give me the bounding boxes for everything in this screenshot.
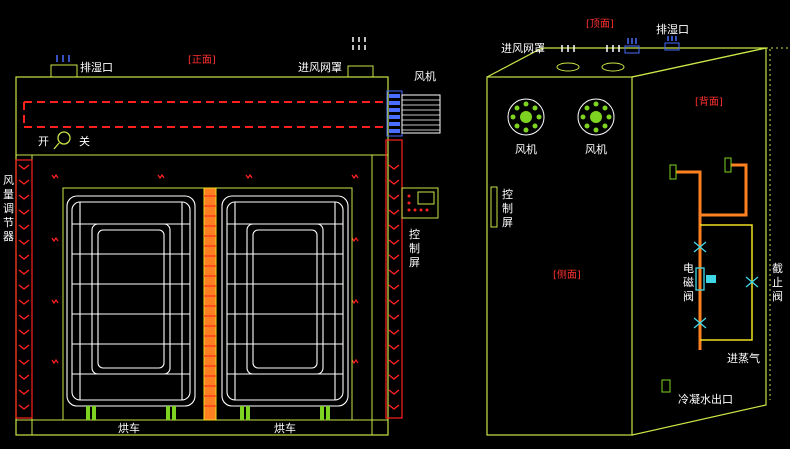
solenoid-valve-icon (693, 241, 707, 329)
right-damper-rail (385, 139, 403, 419)
center-heater (203, 187, 217, 421)
damper-char-4: 器 (3, 230, 14, 243)
fan-blades (389, 94, 400, 133)
shutoff-valve-icon (745, 276, 759, 288)
solenoid-char-0: 电 (683, 262, 694, 275)
cart-left-label: 烘车 (118, 421, 140, 435)
air-duct (23, 101, 386, 128)
back-title: [背面] (695, 95, 723, 108)
exhaust-port (50, 64, 78, 78)
right-cart-wheels (240, 406, 330, 420)
condensate-label: 冷凝水出口 (678, 392, 733, 406)
fan-left-icon (507, 98, 545, 136)
control-char-1: 制 (409, 242, 420, 255)
side-control-char-2: 屏 (502, 216, 513, 229)
damper-char-1: 量 (3, 188, 14, 201)
fan-label: 风机 (414, 69, 436, 83)
pipe-end-caps (669, 157, 732, 180)
top-intake-covers (556, 62, 625, 72)
heat-marks (51, 173, 359, 365)
exhaust-arrows (56, 55, 70, 62)
control-char-0: 控 (409, 227, 420, 241)
left-cart (66, 195, 196, 407)
steam-in-label: 进蒸气 (727, 351, 760, 365)
cart-right-label: 烘车 (274, 421, 296, 435)
shutoff-char-2: 阀 (772, 289, 783, 303)
top-exhaust-ports (624, 42, 680, 54)
fan-left-label: 风机 (515, 142, 537, 156)
fan-right-label: 风机 (585, 142, 607, 156)
condensate-outlet-icon (661, 379, 671, 393)
damper-char-2: 调 (3, 202, 14, 215)
left-damper-slats (18, 164, 30, 410)
steam-pipe (676, 163, 753, 350)
right-cart (221, 195, 349, 407)
shutoff-char-1: 止 (772, 276, 783, 289)
fan-right-icon (577, 98, 615, 136)
damper-char-3: 节 (3, 216, 14, 229)
intake-cover-label: 进风网罩 (298, 61, 342, 74)
fan-motor (401, 94, 441, 134)
right-damper-slats (388, 164, 400, 410)
exhaust-label: 排湿口 (80, 60, 113, 74)
side-exhaust-label: 排湿口 (656, 22, 689, 36)
damper-char-0: 风 (3, 174, 14, 187)
side-control-panel[interactable] (490, 186, 498, 228)
control-panel[interactable] (401, 187, 439, 219)
front-view: 排湿口 [正面] 进风网罩 风机 开 (3, 37, 441, 436)
solenoid-char-1: 磁 (683, 276, 694, 289)
switch-knob-icon[interactable] (53, 131, 71, 150)
switch-off-label: 关 (79, 134, 90, 148)
solenoid-char-2: 阀 (683, 289, 694, 303)
side-front-face (486, 76, 633, 436)
side-view: [顶面] [背面] [侧面] 进风网罩 排湿口 (486, 18, 790, 436)
side-control-char-1: 制 (502, 202, 513, 215)
side-control-char-0: 控 (502, 187, 513, 201)
left-damper-rail (15, 159, 33, 419)
intake-arrows (352, 37, 366, 50)
top-title: [顶面] (586, 18, 614, 30)
shutoff-char-0: 截 (772, 261, 783, 275)
front-title: [正面] (188, 55, 216, 66)
intake-cover (347, 65, 374, 78)
side-intake-label: 进风网罩 (501, 42, 545, 55)
switch-on-label: 开 (38, 135, 49, 148)
side-title: [侧面] (553, 268, 581, 281)
control-char-2: 屏 (409, 256, 420, 269)
left-cart-wheels (86, 406, 176, 420)
